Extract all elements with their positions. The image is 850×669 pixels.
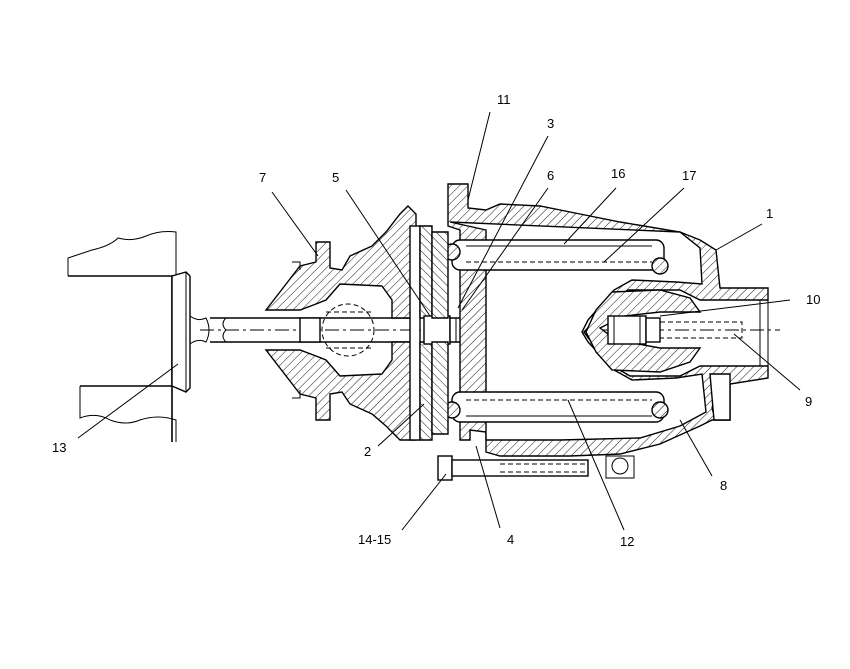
pump-housing bbox=[447, 183, 769, 457]
bearing-housing bbox=[264, 205, 417, 441]
callout-12: 12 bbox=[620, 534, 634, 549]
bottom-bolt bbox=[437, 455, 635, 481]
callout-17: 17 bbox=[682, 168, 696, 183]
callout-labels: 11 3 6 16 17 7 5 1 10 9 8 12 4 14-15 2 1… bbox=[52, 92, 820, 549]
callout-7: 7 bbox=[259, 170, 266, 185]
callout-16: 16 bbox=[611, 166, 625, 181]
leader-lines bbox=[77, 111, 801, 531]
callout-1: 1 bbox=[766, 206, 773, 221]
callout-6: 6 bbox=[547, 168, 554, 183]
callout-10: 10 bbox=[806, 292, 820, 307]
callout-8: 8 bbox=[720, 478, 727, 493]
callout-14-15: 14-15 bbox=[358, 532, 391, 547]
rotor-assembly bbox=[431, 231, 669, 435]
callout-13: 13 bbox=[52, 440, 66, 455]
end-cap bbox=[585, 289, 743, 421]
callout-3: 3 bbox=[547, 116, 554, 131]
callout-9: 9 bbox=[805, 394, 812, 409]
callout-11: 11 bbox=[497, 92, 511, 107]
mounting-bracket bbox=[67, 231, 210, 442]
callout-2: 2 bbox=[364, 444, 371, 459]
callout-5: 5 bbox=[332, 170, 339, 185]
callout-4: 4 bbox=[507, 532, 514, 547]
